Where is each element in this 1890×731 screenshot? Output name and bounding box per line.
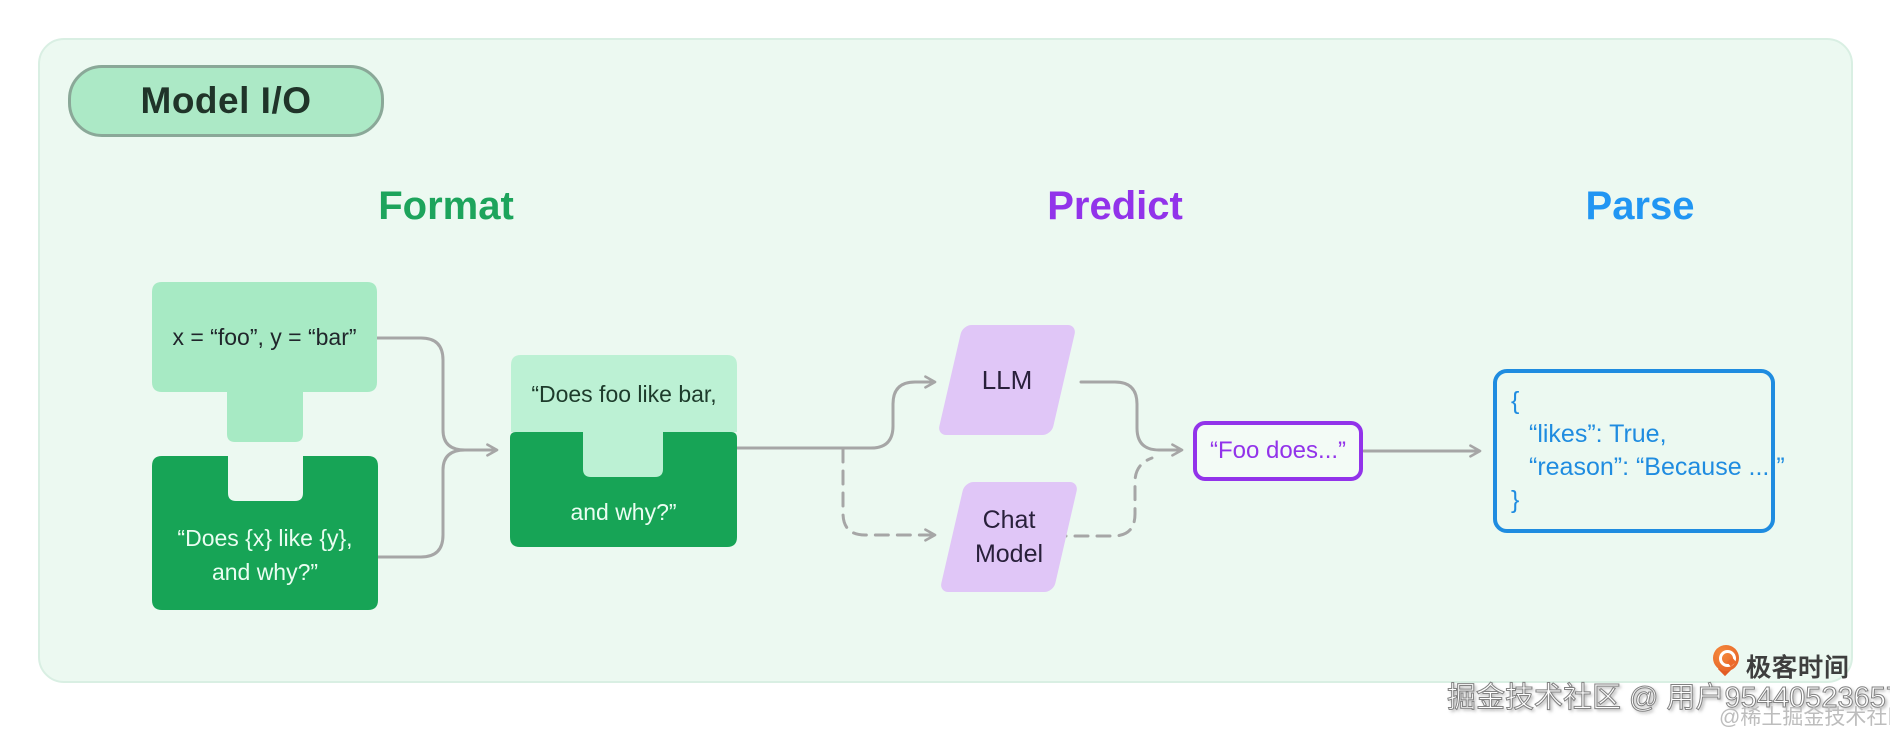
model-output-label: “Foo does...”: [1209, 437, 1347, 464]
community-watermark: 掘金技术社区 @ 用户9544052365747: [1446, 682, 1890, 715]
json-line-reason: “reason”: “Because ....”: [1529, 453, 1785, 481]
parse-header: Parse: [1585, 184, 1695, 228]
input-values-label: x = “foo”, y = “bar”: [172, 324, 357, 350]
json-line-close-brace: }: [1511, 486, 1520, 514]
prompt-template-line2: and why?”: [211, 558, 319, 585]
parsed-json-box: { “likes”: True, “reason”: “Because ....…: [1493, 369, 1785, 533]
llm-node-label: LLM: [981, 365, 1033, 395]
chat-model-node-label: Chat Model: [952, 482, 1066, 592]
predict-header: Predict: [1047, 184, 1183, 228]
chat-model-line2: Model: [974, 540, 1044, 568]
formatted-prompt-bottom-label: and why?”: [570, 499, 677, 525]
formatted-prompt-top-label: “Does foo like bar,: [531, 380, 717, 407]
geektime-logo-icon: [1713, 645, 1739, 677]
json-line-open-brace: {: [1511, 387, 1520, 415]
chat-model-line1: Chat: [982, 506, 1036, 534]
format-header: Format: [378, 184, 514, 228]
prompt-template-line1: “Does {x} like {y},: [177, 524, 353, 551]
prompt-template-label: “Does {x} like {y}, and why?”: [152, 499, 378, 610]
community-handle-watermark: @稀土掘金技术社区: [1719, 706, 1890, 729]
model-io-badge-label: Model I/O: [140, 80, 312, 121]
json-line-likes: “likes”: True,: [1529, 420, 1667, 448]
geektime-watermark-label: 极客时间: [1746, 654, 1851, 682]
model-io-badge: Model I/O: [68, 65, 384, 137]
model-output-box: “Foo does...”: [1193, 421, 1363, 481]
